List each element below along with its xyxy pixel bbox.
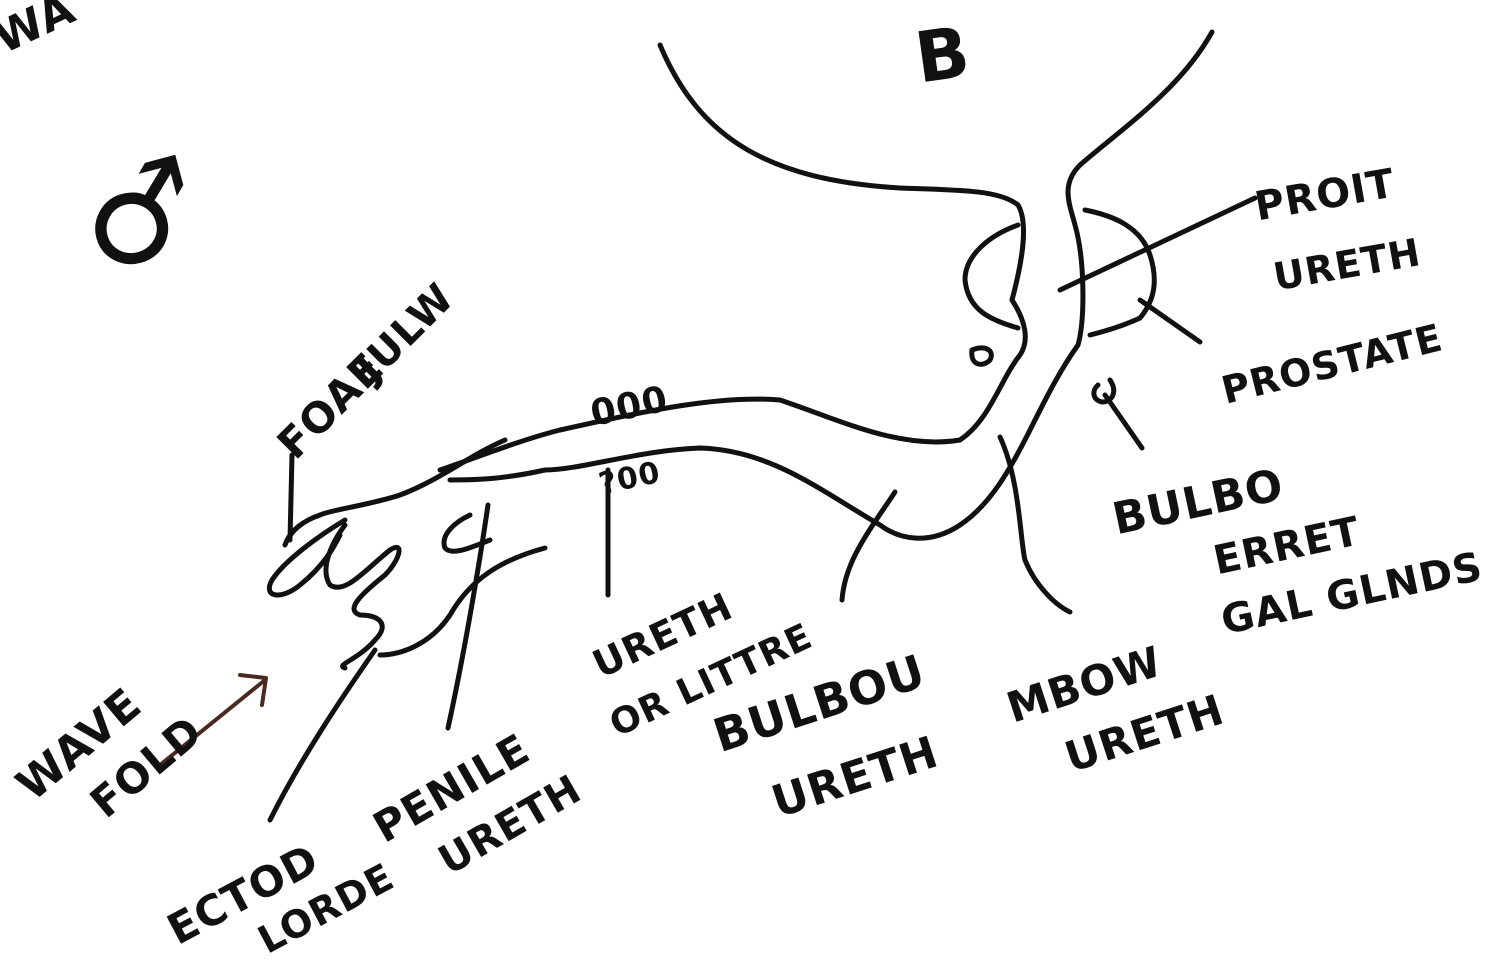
label-bulbo: BULBO ERRET GAL GLNDS (1108, 459, 1487, 644)
panel-letter: B (910, 11, 975, 100)
leader-ectoderm (267, 647, 378, 823)
leader-penile (445, 502, 491, 731)
leader-prostate (1137, 297, 1203, 345)
glans-fold-middle (323, 522, 402, 671)
label-membranous: MBOW URETH (1001, 637, 1230, 782)
bladder-neck-loop (962, 222, 1021, 331)
wave-arrow-head (238, 673, 268, 707)
penile-lower-wall (377, 545, 548, 658)
dots-upper: 000 (587, 378, 672, 434)
male-symbol: ♂ (64, 126, 217, 303)
bladder-neck-small (969, 345, 994, 367)
wave-arrow-shaft (158, 678, 267, 767)
label-ectoderm: ECTOD LORDE (159, 834, 401, 962)
penile-upper-wall (282, 437, 508, 548)
bladder-right-wall (447, 29, 1215, 541)
leader-lines (267, 195, 1258, 823)
label-penile: PENILE URETH (365, 724, 590, 884)
bladder-left-wall (437, 42, 1028, 473)
label-fossa: FOAE JULW (268, 275, 464, 469)
bulbourethral-gland (1091, 377, 1117, 405)
fossa-line2: JULW (345, 275, 463, 393)
leader-membranous (997, 434, 1073, 615)
prost-line1: PROIT (1251, 161, 1398, 231)
corner-text: WA (0, 0, 83, 64)
glans-fold-upper (266, 517, 348, 598)
leader-bulbous (839, 489, 898, 603)
label-wave-fold: WAVE FOLD (7, 678, 212, 827)
label-prostate: PROSTATE (1217, 315, 1447, 412)
wave-fold-arrow (158, 673, 268, 767)
leader-prost-ureth (1057, 195, 1258, 293)
anatomy-outline (266, 29, 1215, 671)
leader-bulbo (1102, 392, 1145, 451)
bulbous-line2: URETH (766, 727, 945, 829)
prost-line2: URETH (1270, 230, 1424, 299)
prostate-outline (1082, 207, 1157, 338)
glans-inner-loop (441, 512, 493, 554)
label-prost-ureth: PROIT URETH (1251, 161, 1424, 300)
leader-fossa (287, 452, 295, 543)
